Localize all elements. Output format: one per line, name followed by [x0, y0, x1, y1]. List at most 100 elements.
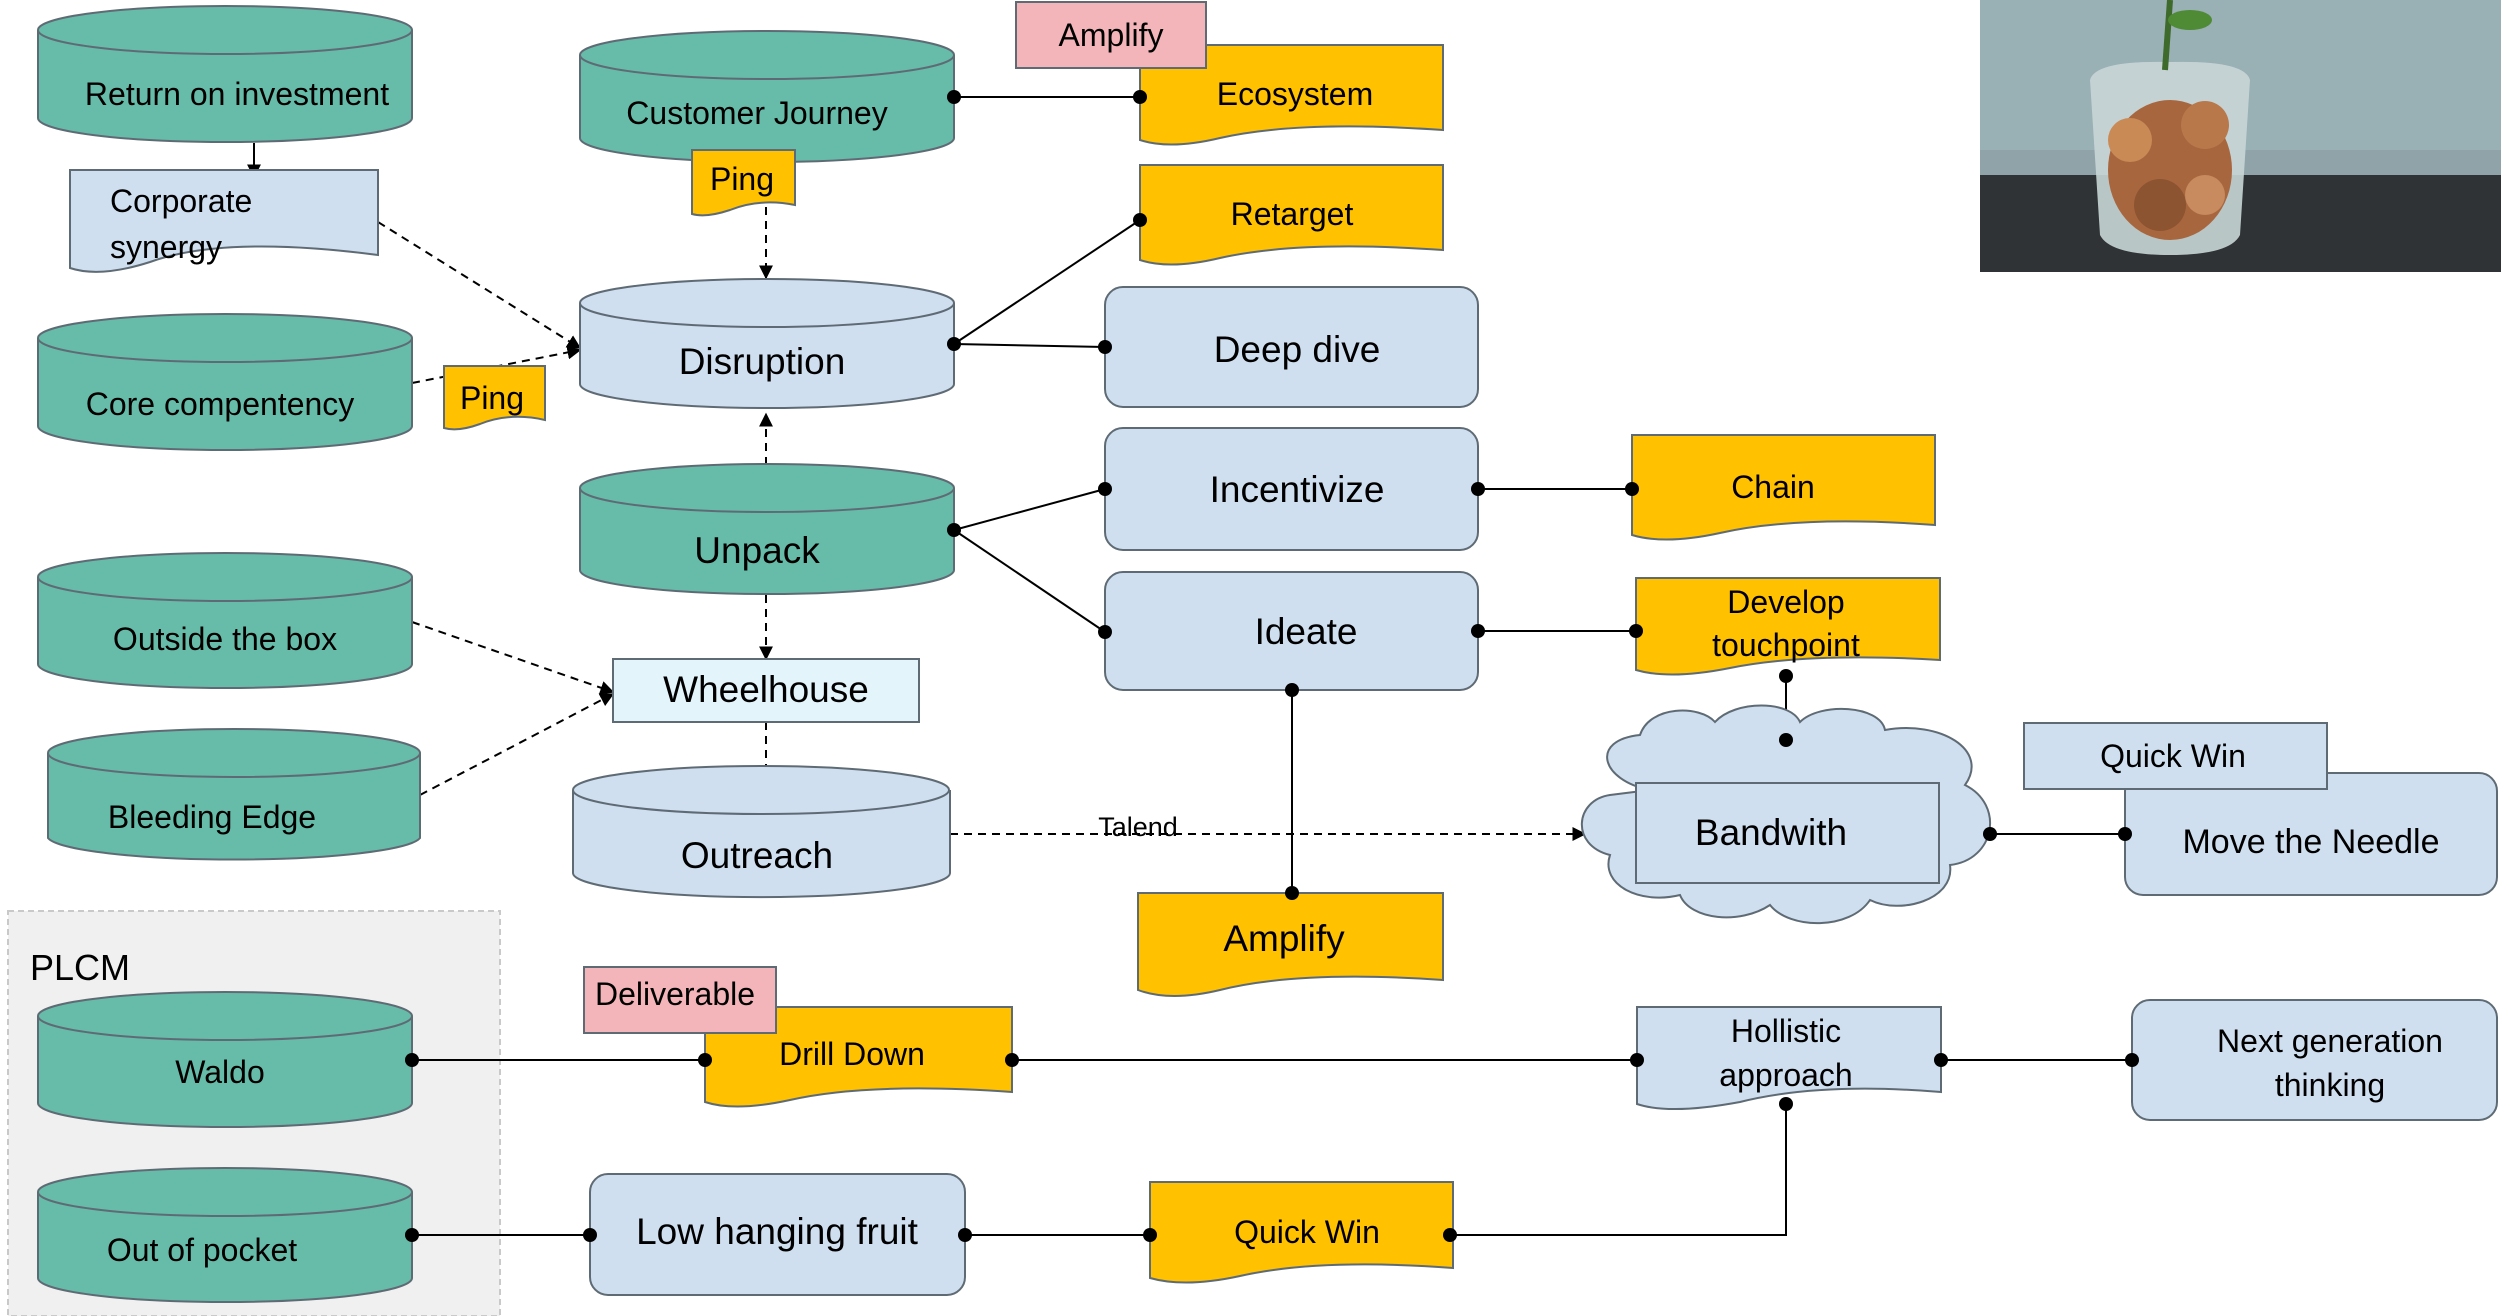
dot — [1934, 1053, 1948, 1067]
label-ping-left: Ping — [460, 380, 524, 416]
node-ping-top[interactable]: Ping — [691, 149, 796, 217]
label-outside-the-box: Outside the box — [113, 621, 337, 657]
node-bleeding-edge[interactable]: Bleeding Edge — [47, 728, 421, 861]
tag-quick-win[interactable]: Quick Win — [2023, 722, 2328, 790]
dot — [583, 1228, 597, 1242]
label-amplify-bottom: Amplify — [1223, 918, 1345, 959]
label-quick-win-bottom: Quick Win — [1234, 1214, 1380, 1250]
dot — [2125, 1053, 2139, 1067]
label-deliverable-tag: Deliverable — [595, 976, 755, 1012]
label-retarget: Retarget — [1231, 196, 1354, 232]
plcm-group-label: PLCM — [30, 947, 130, 988]
dot — [1629, 624, 1643, 638]
edge-disruption-to-deepdive — [953, 343, 1106, 348]
label-waldo: Waldo — [175, 1054, 265, 1090]
label-ping-top: Ping — [710, 161, 774, 197]
tag-deliverable[interactable]: Deliverable — [583, 966, 777, 1034]
dot — [1098, 340, 1112, 354]
edge-synergy-to-disruption — [377, 221, 582, 349]
dot — [1630, 1053, 1644, 1067]
label-quick-win-tag: Quick Win — [2100, 738, 2246, 774]
node-chain[interactable]: Chain — [1631, 434, 1936, 541]
node-customer-journey[interactable]: Customer Journey — [579, 30, 955, 163]
node-deep-dive[interactable]: Deep dive — [1104, 286, 1479, 408]
node-drill-down[interactable]: Drill Down — [704, 1006, 1013, 1108]
node-outside-the-box[interactable]: Outside the box — [37, 552, 413, 689]
node-develop-touchpoint[interactable]: Develop touchpoint — [1635, 577, 1941, 676]
label-incentivize: Incentivize — [1210, 469, 1385, 510]
label-ecosystem: Ecosystem — [1217, 76, 1373, 112]
label-corporate-synergy-line2: synergy — [110, 229, 222, 265]
label-corporate-synergy-line1: Corporate — [110, 183, 252, 219]
dot — [1471, 482, 1485, 496]
label-drill-down: Drill Down — [779, 1036, 925, 1072]
dot — [1625, 482, 1639, 496]
node-next-generation-thinking[interactable]: Next generation thinking — [2131, 999, 2498, 1121]
label-develop-touchpoint-line1: Develop — [1727, 584, 1844, 620]
node-retarget[interactable]: Retarget — [1139, 164, 1444, 266]
node-outreach[interactable]: Outreach — [572, 765, 951, 899]
label-core-competency: Core compentency — [86, 386, 355, 422]
label-out-of-pocket: Out of pocket — [107, 1232, 297, 1268]
dot — [1285, 683, 1299, 697]
label-ideate: Ideate — [1255, 611, 1358, 652]
node-ideate[interactable]: Ideate — [1104, 571, 1479, 691]
dot — [1779, 733, 1793, 747]
node-ecosystem[interactable]: Ecosystem — [1139, 44, 1444, 146]
node-low-hanging-fruit[interactable]: Low hanging fruit — [589, 1173, 966, 1296]
edge-outsidebox-to-wheelhouse — [411, 621, 615, 695]
node-corporate-synergy[interactable]: Corporate synergy — [69, 169, 379, 273]
node-incentivize[interactable]: Incentivize — [1104, 427, 1479, 551]
node-unpack[interactable]: Unpack — [579, 463, 955, 595]
node-out-of-pocket[interactable]: Out of pocket — [37, 1167, 413, 1303]
node-holistic-approach[interactable]: Hollistic approach — [1636, 1006, 1942, 1111]
label-wheelhouse: Wheelhouse — [663, 669, 869, 710]
label-low-hanging-fruit: Low hanging fruit — [636, 1211, 919, 1252]
dot — [1285, 886, 1299, 900]
label-customer-journey: Customer Journey — [626, 95, 887, 131]
node-move-the-needle[interactable]: Move the Needle — [2124, 772, 2498, 896]
dot — [947, 90, 961, 104]
connection-dots — [405, 90, 2139, 1242]
label-next-generation-line1: Next generation — [2217, 1023, 2443, 1059]
dot — [1133, 90, 1147, 104]
label-disruption: Disruption — [679, 341, 846, 382]
dot — [1471, 624, 1485, 638]
tag-amplify[interactable]: Amplify — [1015, 1, 1207, 69]
dot — [1443, 1228, 1457, 1242]
dot — [698, 1053, 712, 1067]
node-waldo[interactable]: Waldo — [37, 991, 413, 1128]
dot — [1133, 213, 1147, 227]
dot — [405, 1228, 419, 1242]
node-return-on-investment[interactable]: Return on investment — [37, 5, 413, 143]
label-amplify-tag: Amplify — [1059, 17, 1164, 53]
dot — [947, 523, 961, 537]
dot — [2118, 827, 2132, 841]
dot — [1098, 482, 1112, 496]
dot — [1983, 827, 1997, 841]
edge-quickwin-to-holistic — [1450, 1104, 1787, 1236]
node-disruption[interactable]: Disruption — [579, 278, 955, 409]
label-return-on-investment: Return on investment — [85, 76, 389, 112]
node-wheelhouse[interactable]: Wheelhouse — [612, 658, 920, 723]
node-amplify-bottom[interactable]: Amplify — [1137, 892, 1444, 997]
dot — [947, 337, 961, 351]
dot — [1143, 1228, 1157, 1242]
label-bandwith: Bandwith — [1695, 812, 1847, 853]
edge-unpack-to-incentivize — [953, 488, 1106, 531]
label-bleeding-edge: Bleeding Edge — [108, 799, 316, 835]
node-ping-left[interactable]: Ping — [443, 365, 546, 431]
edge-bleeding-to-wheelhouse — [419, 693, 615, 796]
label-holistic-approach-line1: Hollistic — [1731, 1013, 1841, 1049]
label-chain: Chain — [1731, 469, 1815, 505]
dot — [958, 1228, 972, 1242]
dot — [405, 1053, 419, 1067]
dot — [1779, 669, 1793, 683]
label-move-the-needle: Move the Needle — [2182, 823, 2439, 861]
node-bandwith[interactable]: Bandwith — [1580, 704, 1991, 925]
node-core-competency[interactable]: Core compentency — [37, 313, 413, 451]
node-quick-win-bottom[interactable]: Quick Win — [1149, 1181, 1454, 1284]
label-outreach: Outreach — [681, 835, 833, 876]
